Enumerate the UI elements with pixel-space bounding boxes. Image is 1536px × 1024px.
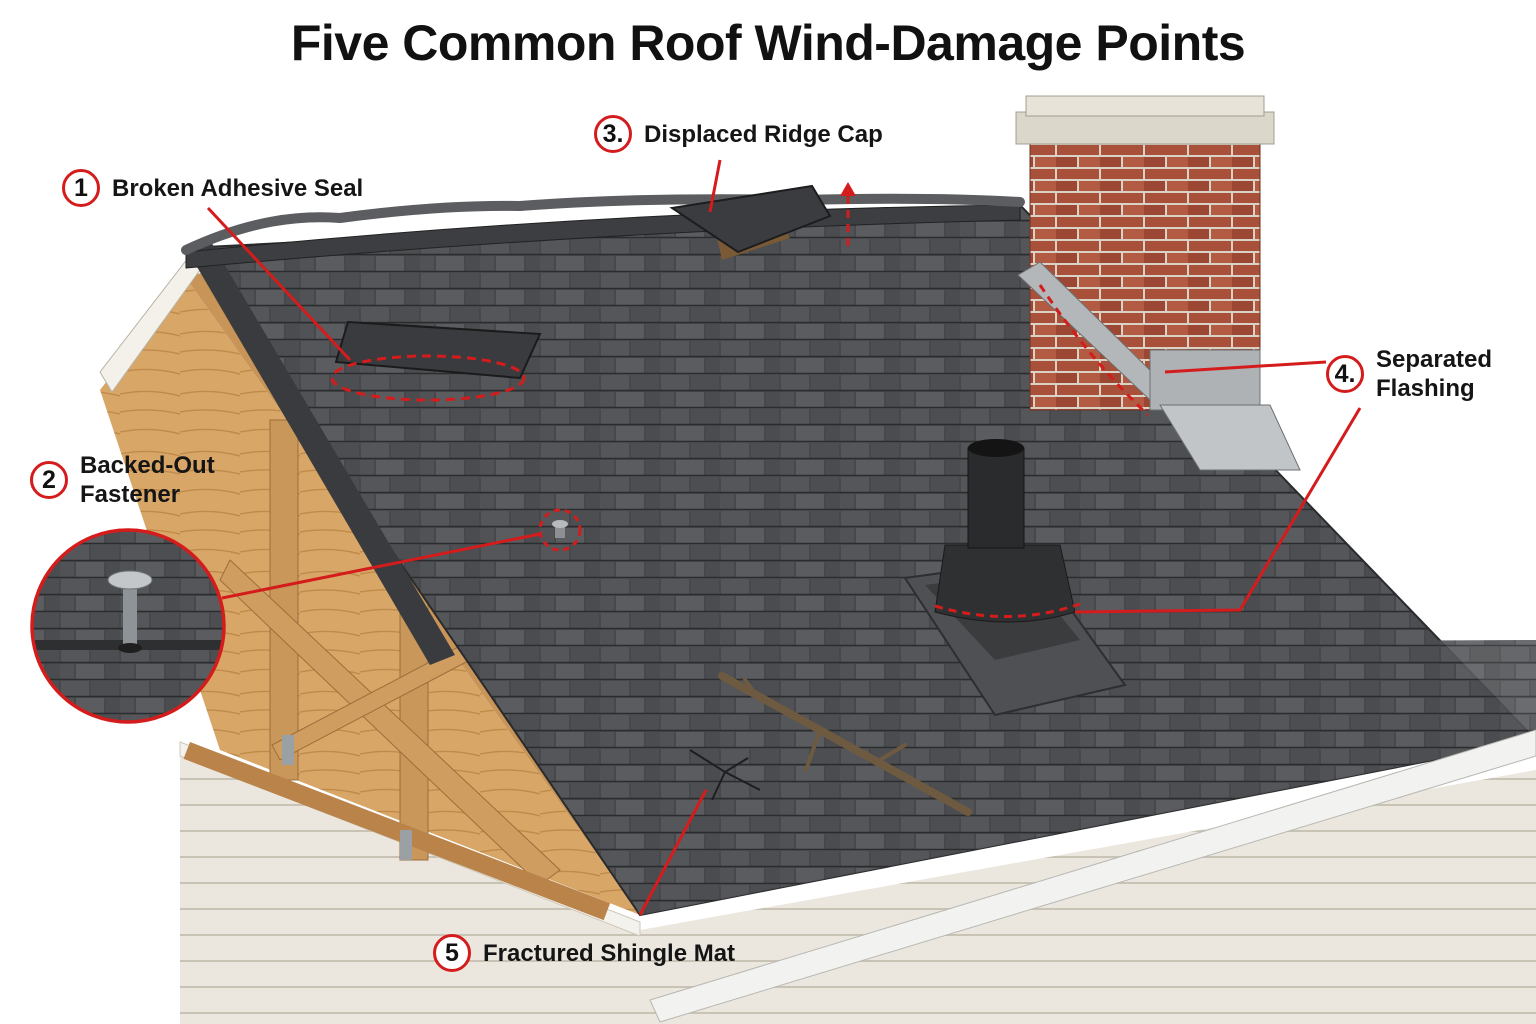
gutter bbox=[649, 729, 1536, 1023]
callout-label-line: Backed-Out bbox=[80, 452, 215, 479]
branch-icon bbox=[718, 672, 972, 816]
callout-separated-flashing: 4. Separated Flashing bbox=[1326, 345, 1492, 403]
callout-label: Fractured Shingle Mat bbox=[483, 939, 736, 967]
callout-label: Separated Flashing bbox=[1376, 345, 1492, 403]
callout-backed-out-fastener: 2 Backed-Out Fastener bbox=[30, 451, 215, 509]
shingle-crack bbox=[689, 749, 761, 801]
callout-fractured-shingle-mat: 5 Fractured Shingle Mat bbox=[433, 934, 735, 972]
callout-label-line: Fastener bbox=[80, 481, 181, 508]
callout-label: Displaced Ridge Cap bbox=[644, 120, 883, 148]
callout-label: Backed-Out Fastener bbox=[80, 451, 215, 509]
callout-label-line: Flashing bbox=[1376, 375, 1475, 402]
page-title: Five Common Roof Wind-Damage Points bbox=[290, 15, 1246, 71]
leader-lines bbox=[206, 159, 1362, 916]
pipe-vent-icon bbox=[903, 439, 1127, 717]
callout-number-badge: 4. bbox=[1326, 355, 1364, 393]
fastener-marker bbox=[538, 508, 582, 552]
callout-number-badge: 3. bbox=[594, 115, 632, 153]
callout-label-line: Separated bbox=[1376, 346, 1493, 373]
callout-displaced-ridge-cap: 3. Displaced Ridge Cap bbox=[594, 115, 883, 153]
callout-label: Broken Adhesive Seal bbox=[112, 174, 364, 202]
chimney-icon bbox=[1015, 95, 1301, 471]
callout-number-badge: 2 bbox=[30, 461, 68, 499]
callout-broken-adhesive-seal: 1 Broken Adhesive Seal bbox=[62, 169, 363, 207]
callout-number-badge: 5 bbox=[433, 934, 471, 972]
callout-number-badge: 1 bbox=[62, 169, 100, 207]
fastener-zoom-inset bbox=[30, 528, 226, 724]
